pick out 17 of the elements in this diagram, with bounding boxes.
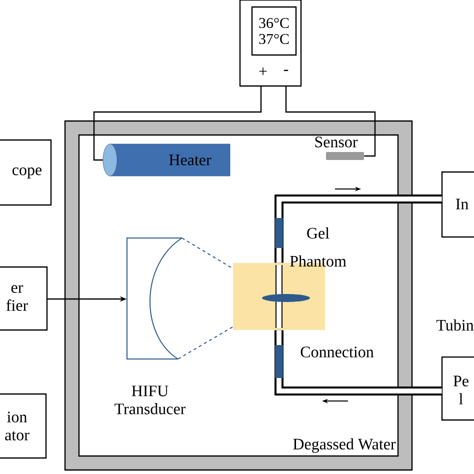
label: Tubin xyxy=(436,319,474,331)
device-box: cope xyxy=(0,139,52,206)
device-box: In xyxy=(441,171,474,238)
label: Connection xyxy=(300,346,374,358)
device-box: Pe l xyxy=(441,356,474,421)
sensor: Sensor xyxy=(315,136,364,160)
hifu-transducer: HIFU Transducer xyxy=(114,238,186,414)
temperature-display: 36°C 37°C xyxy=(251,6,297,56)
wire xyxy=(93,86,262,161)
heater-cylinder: Heater xyxy=(102,144,230,176)
device-box: er fier xyxy=(0,266,48,331)
wire xyxy=(285,86,376,157)
tubing xyxy=(274,330,442,396)
node-label: Sensor xyxy=(315,136,358,148)
label: Gel Phantom xyxy=(290,227,346,267)
tubing xyxy=(274,194,442,263)
device-box: ion ator xyxy=(0,393,47,459)
